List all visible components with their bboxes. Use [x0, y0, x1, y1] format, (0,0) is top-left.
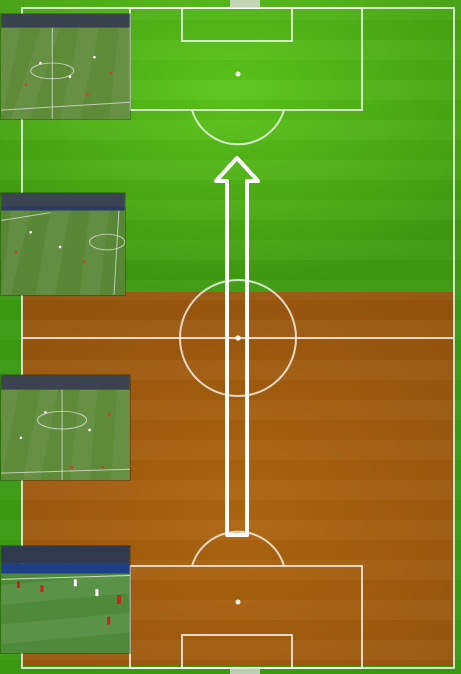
bottom-goal: [230, 668, 260, 674]
top-goal: [230, 0, 260, 8]
top-penalty-spot: [236, 72, 239, 75]
broadcast-view-4-image: [1, 546, 130, 653]
bottom-penalty-spot: [236, 600, 239, 603]
broadcast-view-1-image: [1, 14, 130, 119]
broadcast-view-3-image: [1, 375, 130, 480]
broadcast-thumbnail-1: [0, 13, 131, 120]
broadcast-thumbnail-4: [0, 545, 131, 654]
broadcast-thumbnail-2: [0, 192, 126, 296]
broadcast-view-2-image: [1, 193, 125, 295]
centre-spot: [236, 336, 240, 340]
broadcast-thumbnail-3: [0, 374, 131, 481]
